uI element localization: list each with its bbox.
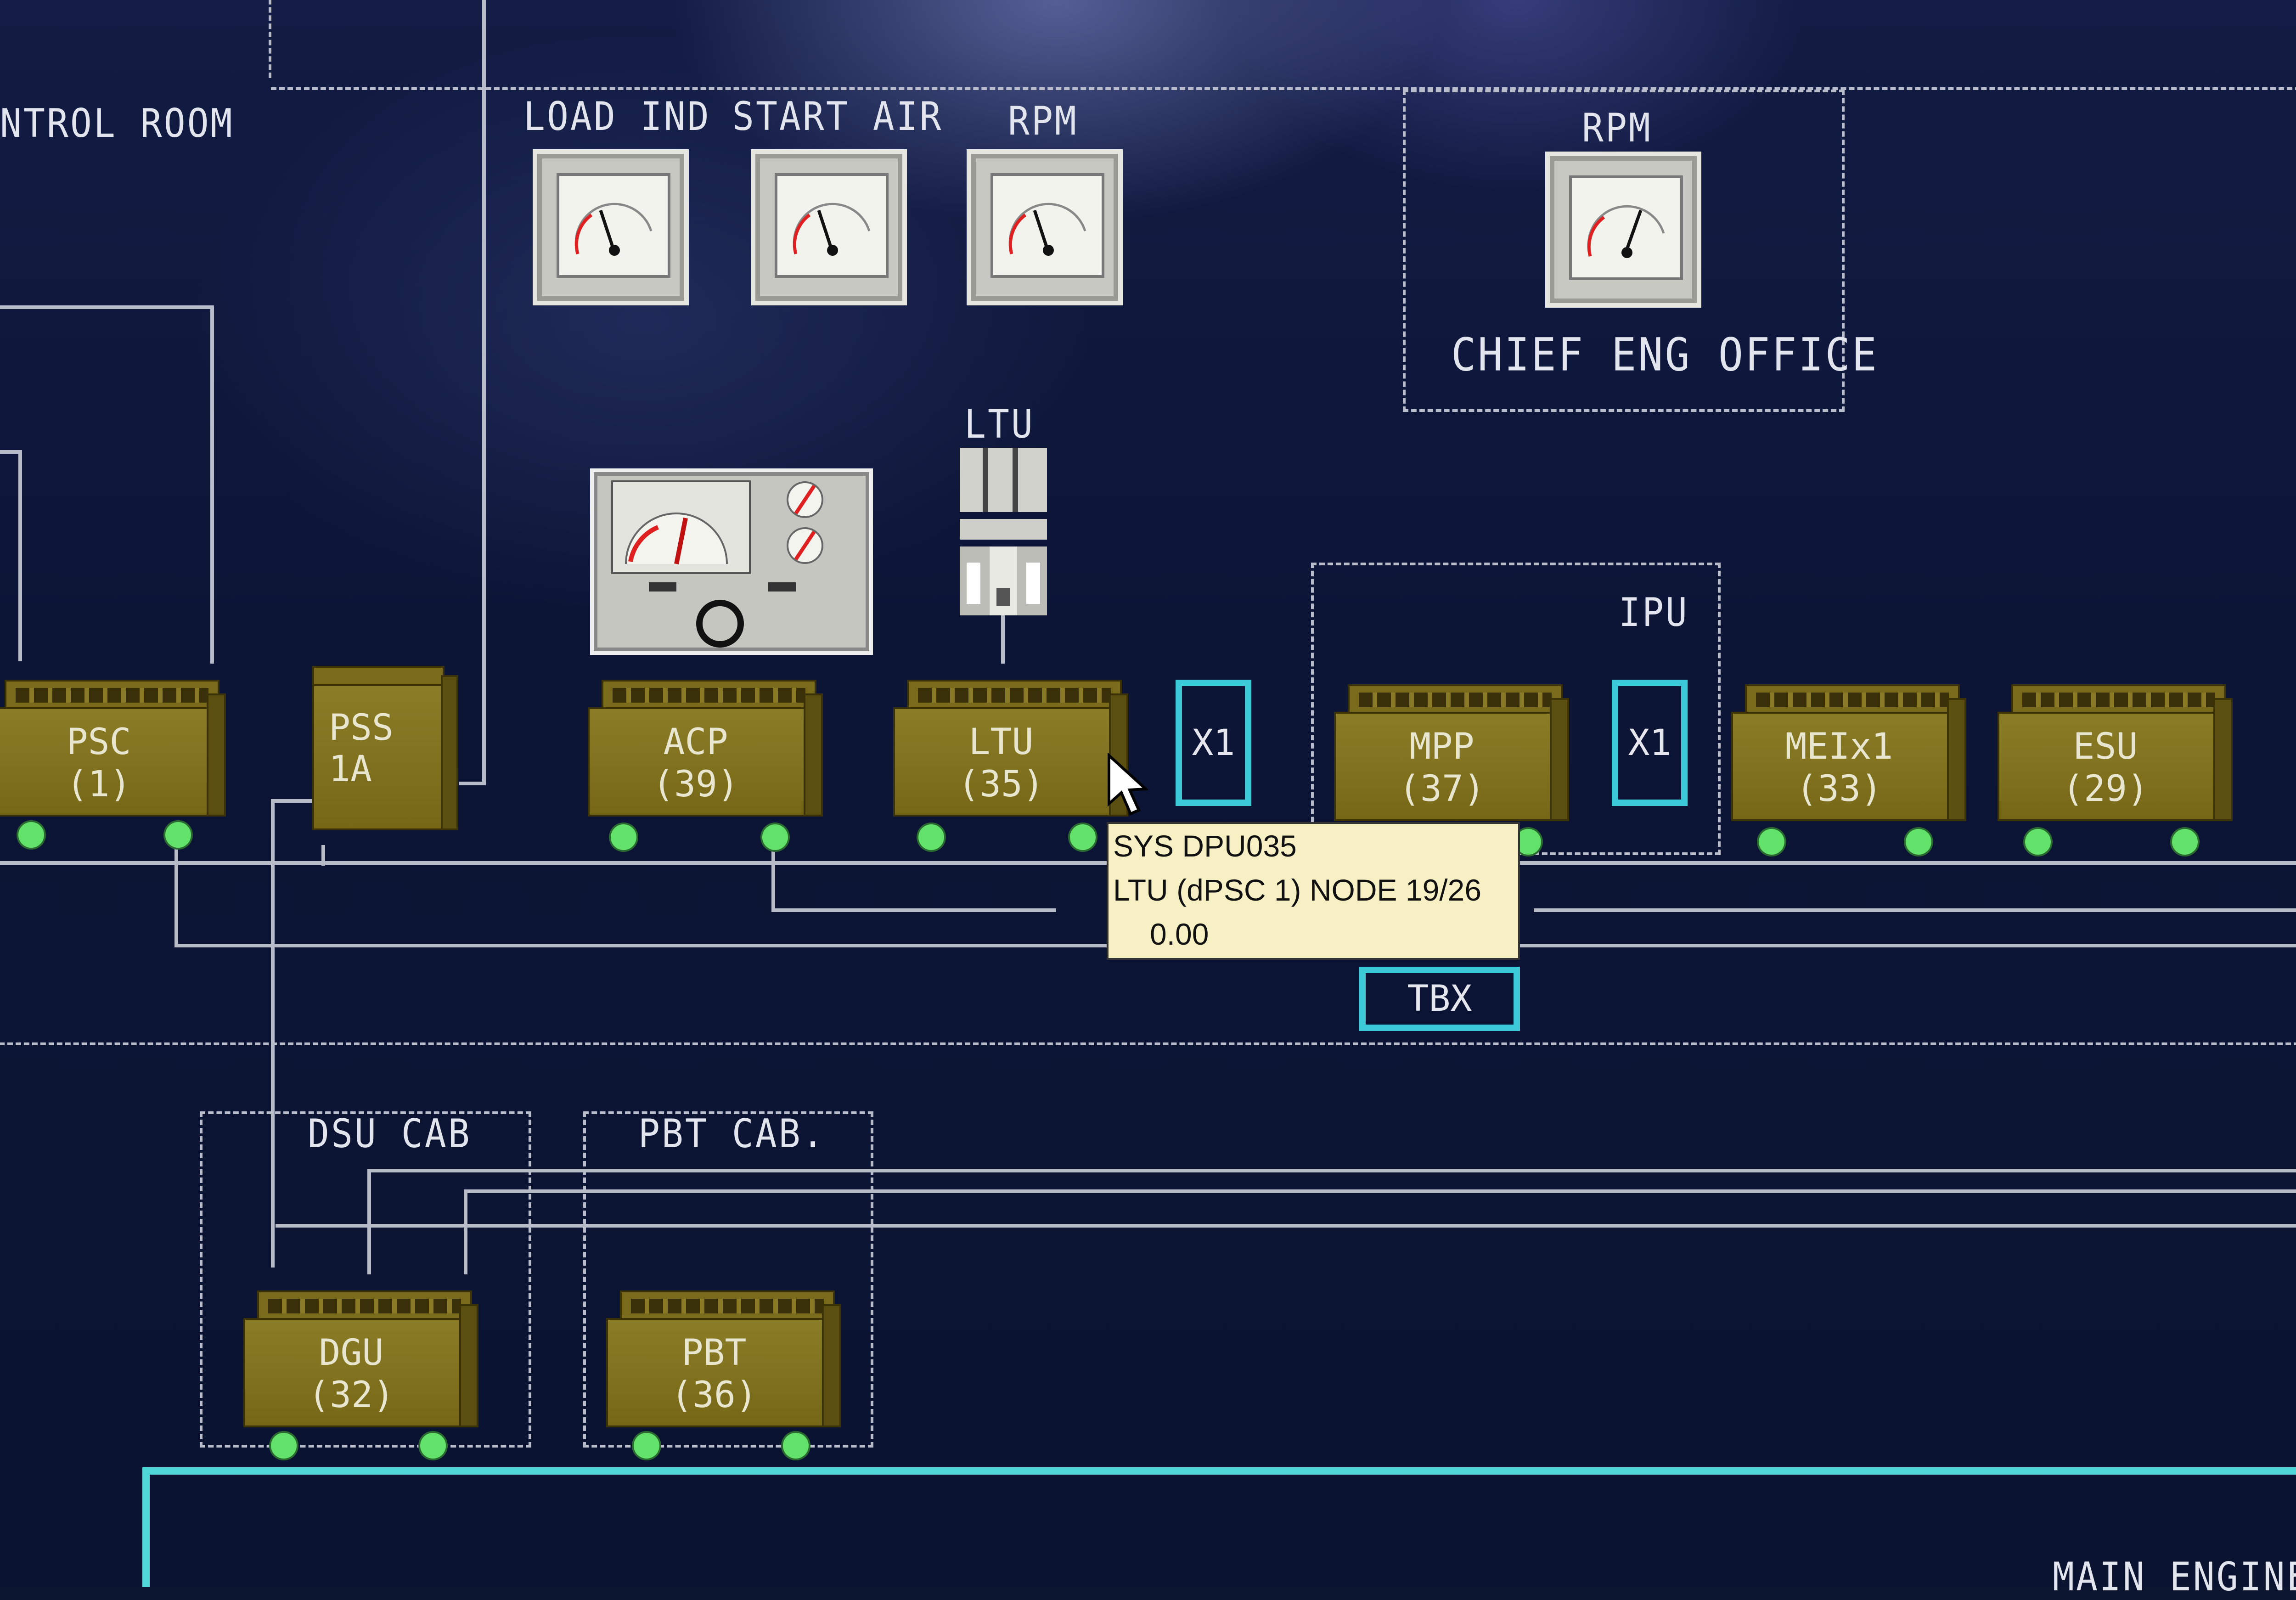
node-acp[interactable]: ACP(39) — [588, 680, 823, 827]
status-dot-psc-a — [18, 822, 44, 848]
gauge-icon — [574, 203, 653, 256]
rpm-chief-gauge[interactable] — [1545, 152, 1701, 308]
status-dot-ltu-b — [1070, 824, 1096, 850]
status-dot-pbt-a — [634, 1433, 659, 1459]
ltu-device-icon[interactable] — [957, 448, 1049, 631]
status-dot-ltu-a — [918, 824, 944, 850]
load-ind-gauge[interactable] — [533, 149, 689, 305]
node-esu-label: ESU(29) — [2062, 726, 2149, 810]
rpm-label: RPM — [1008, 99, 1078, 144]
gauge-icon — [1587, 205, 1665, 258]
status-dot-pbt-b — [783, 1433, 809, 1459]
chief-eng-office-frame — [1403, 90, 1845, 412]
control-room-label: NTROL ROOM — [0, 101, 234, 146]
node-meix1-label: MEIx1(33) — [1785, 726, 1893, 810]
bus-dsu-vertical — [271, 799, 275, 1268]
main-engine-frame-top — [142, 1467, 2296, 1475]
dsu-drop-2 — [464, 1189, 467, 1274]
control-room-left-edge — [269, 0, 271, 78]
status-dot-psc-b — [165, 822, 191, 848]
tbx-button[interactable]: TBX — [1359, 967, 1520, 1031]
ltu-label: LTU — [964, 402, 1035, 447]
node-mpp-label: MPP(37) — [1399, 726, 1485, 810]
pbt-cab-frame — [583, 1111, 873, 1448]
node-ltu-label: LTU(35) — [958, 721, 1044, 805]
start-air-gauge[interactable] — [751, 149, 907, 305]
bus-mid-2 — [464, 1189, 2296, 1193]
bus-acp-drop — [771, 845, 775, 912]
status-dot-esu-a — [2025, 829, 2051, 855]
status-dot-meix1-b — [1906, 829, 1931, 855]
bus-psc-drop — [174, 845, 178, 947]
chief-eng-office-label: CHIEF ENG OFFICE — [1451, 328, 1879, 382]
node-pbt[interactable]: PBT(36) — [606, 1290, 841, 1437]
acp-panel-icon[interactable] — [590, 468, 873, 655]
node-dgu-label: DGU(32) — [308, 1332, 394, 1416]
status-dot-acp-a — [611, 824, 636, 850]
ipu-label: IPU — [1619, 590, 1689, 636]
bus-dsu-link — [271, 799, 317, 803]
start-air-label: START AIR — [732, 94, 943, 140]
node-ltu[interactable]: LTU(35) — [893, 680, 1128, 827]
x1-button-ipu[interactable]: X1 — [1612, 680, 1688, 806]
wire-left-stub-down — [18, 450, 22, 661]
status-dot-esu-b — [2172, 829, 2198, 855]
pbt-cab-label: PBT CAB. — [638, 1111, 826, 1157]
x1-button-ltu[interactable]: X1 — [1176, 680, 1251, 806]
bus-mid-3 — [276, 1224, 2296, 1228]
node-pbt-label: PBT(36) — [671, 1332, 757, 1416]
bus-acp-run — [771, 908, 1056, 912]
bus-mid-1 — [367, 1169, 2296, 1172]
node-psc[interactable]: PSC(1) — [0, 680, 226, 827]
node-mpp[interactable]: MPP(37) — [1334, 684, 1569, 831]
gauge-icon — [793, 203, 871, 256]
node-tooltip: SYS DPU035 LTU (dPSC 1) NODE 19/26 0.00 — [1107, 822, 1520, 960]
node-acp-label: ACP(39) — [653, 721, 739, 805]
node-meix1[interactable]: MEIx1(33) — [1731, 684, 1966, 831]
network-area-frame — [0, 1042, 2296, 1045]
rpm-chief-label: RPM — [1582, 106, 1652, 151]
node-esu[interactable]: ESU(29) — [1998, 684, 2233, 831]
main-engine-label: MAIN ENGINE — [2053, 1555, 2296, 1600]
wire-psc-top — [0, 305, 214, 309]
bus-pss-drop — [321, 845, 325, 866]
dsu-cab-frame — [200, 1111, 531, 1448]
wire-left-stub — [0, 450, 22, 454]
gauge-icon — [1008, 203, 1086, 256]
wire-psc-right — [210, 305, 214, 664]
tooltip-value: 0.00 — [1150, 917, 1209, 951]
status-dot-dgu-b — [420, 1433, 446, 1459]
node-dgu[interactable]: DGU(32) — [243, 1290, 478, 1437]
dsu-cab-label: DSU CAB — [308, 1111, 472, 1157]
wire-pss-riser-foot — [459, 782, 486, 785]
status-dot-meix1-a — [1759, 829, 1784, 855]
tooltip-node-info: LTU (dPSC 1) NODE 19/26 — [1113, 873, 1482, 907]
dsu-drop-1 — [367, 1169, 371, 1274]
bus-right-run — [1534, 908, 2296, 912]
control-room-boundary — [271, 0, 2296, 90]
wire-pss-riser — [482, 0, 486, 785]
rpm-gauge[interactable] — [967, 149, 1123, 305]
wire-ltu-stem — [1001, 615, 1005, 664]
tooltip-system-id: SYS DPU035 — [1113, 829, 1297, 863]
status-dot-dgu-a — [271, 1433, 297, 1459]
node-psc-label: PSC(1) — [66, 721, 131, 805]
main-engine-frame-left — [142, 1467, 150, 1587]
load-ind-label: LOAD IND — [523, 94, 711, 140]
status-dot-acp-b — [762, 824, 788, 850]
